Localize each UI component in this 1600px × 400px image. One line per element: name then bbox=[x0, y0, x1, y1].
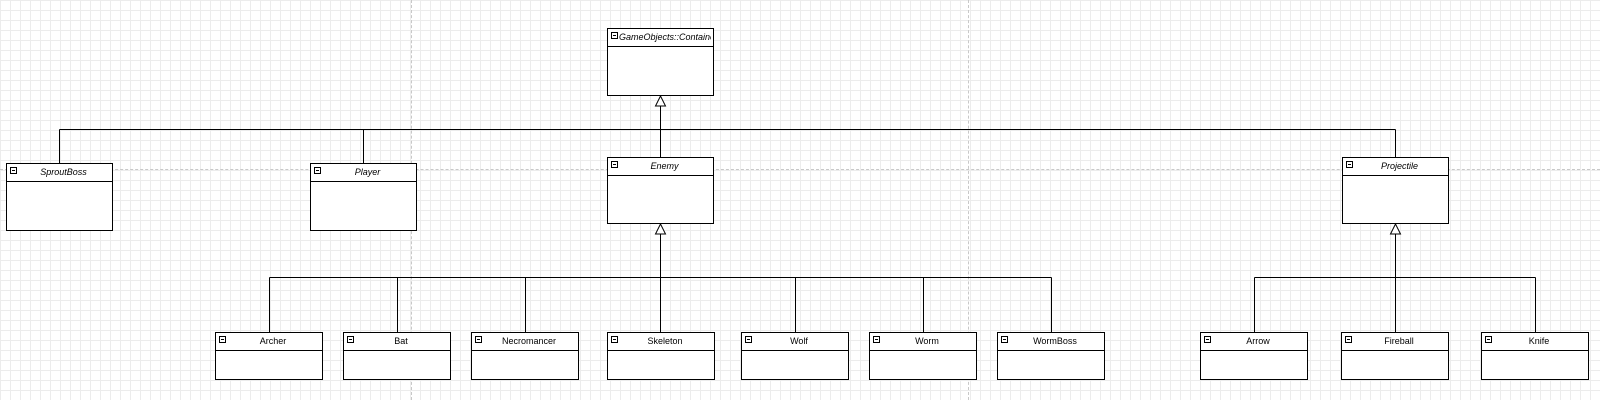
class-name: Skeleton bbox=[647, 336, 683, 346]
class-header: Worm bbox=[870, 333, 976, 351]
class-box-wolf[interactable]: Wolf bbox=[741, 332, 849, 380]
class-name: Necromancer bbox=[501, 336, 557, 346]
class-header: WormBoss bbox=[998, 333, 1104, 351]
collapse-icon[interactable] bbox=[745, 336, 752, 343]
generalization-arrowhead bbox=[654, 94, 667, 107]
class-name: Enemy bbox=[650, 161, 679, 171]
class-name: Fireball bbox=[1384, 336, 1414, 346]
class-box-sproutboss[interactable]: SproutBoss bbox=[6, 163, 113, 231]
class-box-necromancer[interactable]: Necromancer bbox=[471, 332, 579, 380]
collapse-icon[interactable] bbox=[10, 167, 17, 174]
class-name: Arrow bbox=[1246, 336, 1270, 346]
class-name: WormBoss bbox=[1033, 336, 1077, 346]
class-header: Enemy bbox=[608, 158, 713, 176]
class-header: Archer bbox=[216, 333, 322, 351]
class-header: Player bbox=[311, 164, 416, 182]
class-name: Bat bbox=[394, 336, 408, 346]
class-header: Fireball bbox=[1342, 333, 1448, 351]
class-name: Knife bbox=[1528, 336, 1550, 346]
class-header: Skeleton bbox=[608, 333, 714, 351]
class-header: Knife bbox=[1482, 333, 1588, 351]
class-name: Wolf bbox=[790, 336, 808, 346]
class-name: SproutBoss bbox=[40, 167, 87, 177]
class-box-enemy[interactable]: Enemy bbox=[607, 157, 714, 224]
class-box-player[interactable]: Player bbox=[310, 163, 417, 231]
class-header: Wolf bbox=[742, 333, 848, 351]
collapse-icon[interactable] bbox=[611, 336, 618, 343]
page-break-line bbox=[0, 169, 1600, 170]
class-box-bat[interactable]: Bat bbox=[343, 332, 451, 380]
class-header: Bat bbox=[344, 333, 450, 351]
collapse-icon[interactable] bbox=[1346, 161, 1353, 168]
class-box-container[interactable]: GameObjects::Container bbox=[607, 28, 714, 96]
class-box-archer[interactable]: Archer bbox=[215, 332, 323, 380]
class-box-fireball[interactable]: Fireball bbox=[1341, 332, 1449, 380]
collapse-icon[interactable] bbox=[873, 336, 880, 343]
class-name: Player bbox=[354, 167, 381, 177]
class-box-projectile[interactable]: Projectile bbox=[1342, 157, 1449, 224]
collapse-icon[interactable] bbox=[475, 336, 482, 343]
collapse-icon[interactable] bbox=[1485, 336, 1492, 343]
collapse-icon[interactable] bbox=[611, 32, 618, 39]
page-break-line bbox=[968, 0, 969, 400]
collapse-icon[interactable] bbox=[611, 161, 618, 168]
class-box-arrow[interactable]: Arrow bbox=[1200, 332, 1308, 380]
class-name: Worm bbox=[915, 336, 939, 346]
collapse-icon[interactable] bbox=[314, 167, 321, 174]
class-box-knife[interactable]: Knife bbox=[1481, 332, 1589, 380]
class-box-worm[interactable]: Worm bbox=[869, 332, 977, 380]
collapse-icon[interactable] bbox=[219, 336, 226, 343]
class-box-wormboss[interactable]: WormBoss bbox=[997, 332, 1105, 380]
collapse-icon[interactable] bbox=[347, 336, 354, 343]
class-header: SproutBoss bbox=[7, 164, 112, 182]
generalization-arrowhead bbox=[1389, 222, 1402, 235]
class-header: GameObjects::Container bbox=[608, 29, 713, 47]
class-name: GameObjects::Container bbox=[619, 32, 711, 42]
class-box-skeleton[interactable]: Skeleton bbox=[607, 332, 715, 380]
generalization-arrowhead bbox=[654, 222, 667, 235]
class-header: Necromancer bbox=[472, 333, 578, 351]
class-name: Archer bbox=[259, 336, 287, 346]
collapse-icon[interactable] bbox=[1345, 336, 1352, 343]
collapse-icon[interactable] bbox=[1204, 336, 1211, 343]
class-header: Arrow bbox=[1201, 333, 1307, 351]
class-header: Projectile bbox=[1343, 158, 1448, 176]
class-name: Projectile bbox=[1380, 161, 1418, 171]
collapse-icon[interactable] bbox=[1001, 336, 1008, 343]
